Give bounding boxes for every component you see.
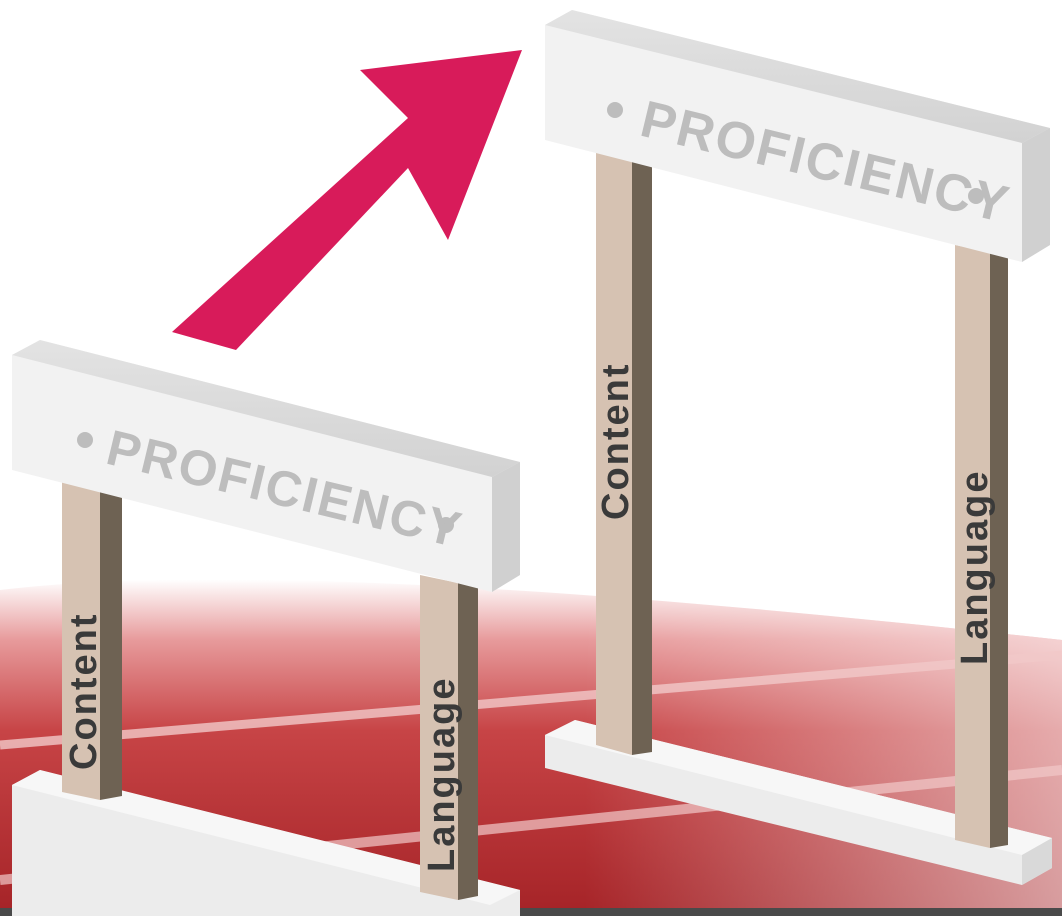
small-crossbar: PROFICIENCY — [12, 340, 520, 592]
large-left-post: Content — [595, 150, 652, 755]
small-left-post: Content — [62, 480, 122, 800]
large-right-post-label: Language — [954, 470, 996, 665]
large-left-post-label: Content — [595, 362, 637, 520]
large-crossbar: PROFICIENCY — [545, 10, 1050, 262]
small-hurdle: Content Language PROFICIENCY — [12, 340, 520, 916]
large-right-post: Language — [954, 245, 1008, 848]
small-right-post-label: Language — [421, 677, 463, 872]
bullet-dot — [607, 102, 623, 118]
upward-arrow — [172, 50, 522, 350]
small-right-post: Language — [420, 575, 478, 900]
bullet-dot — [968, 188, 984, 204]
bullet-dot — [438, 517, 454, 533]
bullet-dot — [77, 432, 93, 448]
small-left-post-label: Content — [63, 612, 105, 770]
large-hurdle: Content Language PROFICIENCY — [545, 10, 1052, 885]
